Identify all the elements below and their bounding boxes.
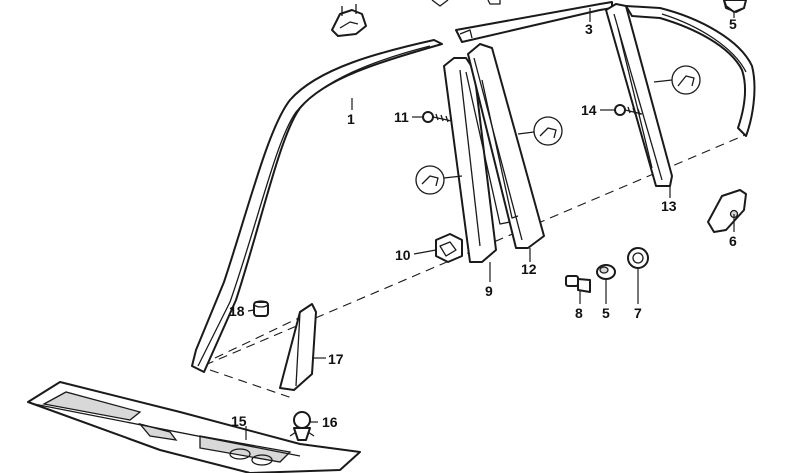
callout-6: 6 <box>729 233 737 249</box>
callout-5-bottom: 5 <box>602 305 610 321</box>
callout-16: 16 <box>322 414 338 430</box>
callout-12: 12 <box>521 261 537 277</box>
callout-labels: 1 3 5 6 7 8 5 9 10 11 12 13 14 15 16 17 … <box>229 16 737 430</box>
callout-13: 13 <box>661 198 677 214</box>
part-7-grommet <box>627 247 649 269</box>
part-5-top-clip <box>723 0 747 13</box>
part-17-triangle-trim <box>279 303 317 391</box>
callout-1: 1 <box>347 111 355 127</box>
callout-18: 18 <box>229 303 245 319</box>
part-10-clip <box>435 233 463 263</box>
part-9-pillar-trim <box>443 57 497 263</box>
part-13-rear-channel <box>605 3 673 187</box>
quarter-window-frame <box>625 5 756 137</box>
part-5-plug <box>596 264 616 280</box>
part-11-screw <box>422 111 453 123</box>
callout-3: 3 <box>585 21 593 37</box>
clip-top-left <box>331 4 367 37</box>
callout-15: 15 <box>231 413 247 429</box>
callout-10: 10 <box>395 247 411 263</box>
leader-lines <box>245 8 735 440</box>
detail-circle-icon <box>415 165 463 195</box>
callout-5-top: 5 <box>729 16 737 32</box>
detail-circle-icon <box>517 116 563 146</box>
part-8-bolt <box>565 275 591 293</box>
part-15-cowl-panel <box>27 381 361 473</box>
part-12-pillar-channel <box>465 43 545 249</box>
part-18-bumper <box>253 300 269 317</box>
callout-9: 9 <box>485 283 493 299</box>
part-1-window-frame <box>191 39 443 373</box>
callout-7: 7 <box>634 305 642 321</box>
callout-14: 14 <box>581 102 597 118</box>
callout-17: 17 <box>328 351 344 367</box>
callout-8: 8 <box>575 305 583 321</box>
callout-11: 11 <box>394 109 409 125</box>
top-fragments <box>431 0 501 7</box>
part-6-cover-cap <box>707 189 747 233</box>
part-16-clip <box>289 411 315 441</box>
detail-circle-icon <box>653 65 701 95</box>
